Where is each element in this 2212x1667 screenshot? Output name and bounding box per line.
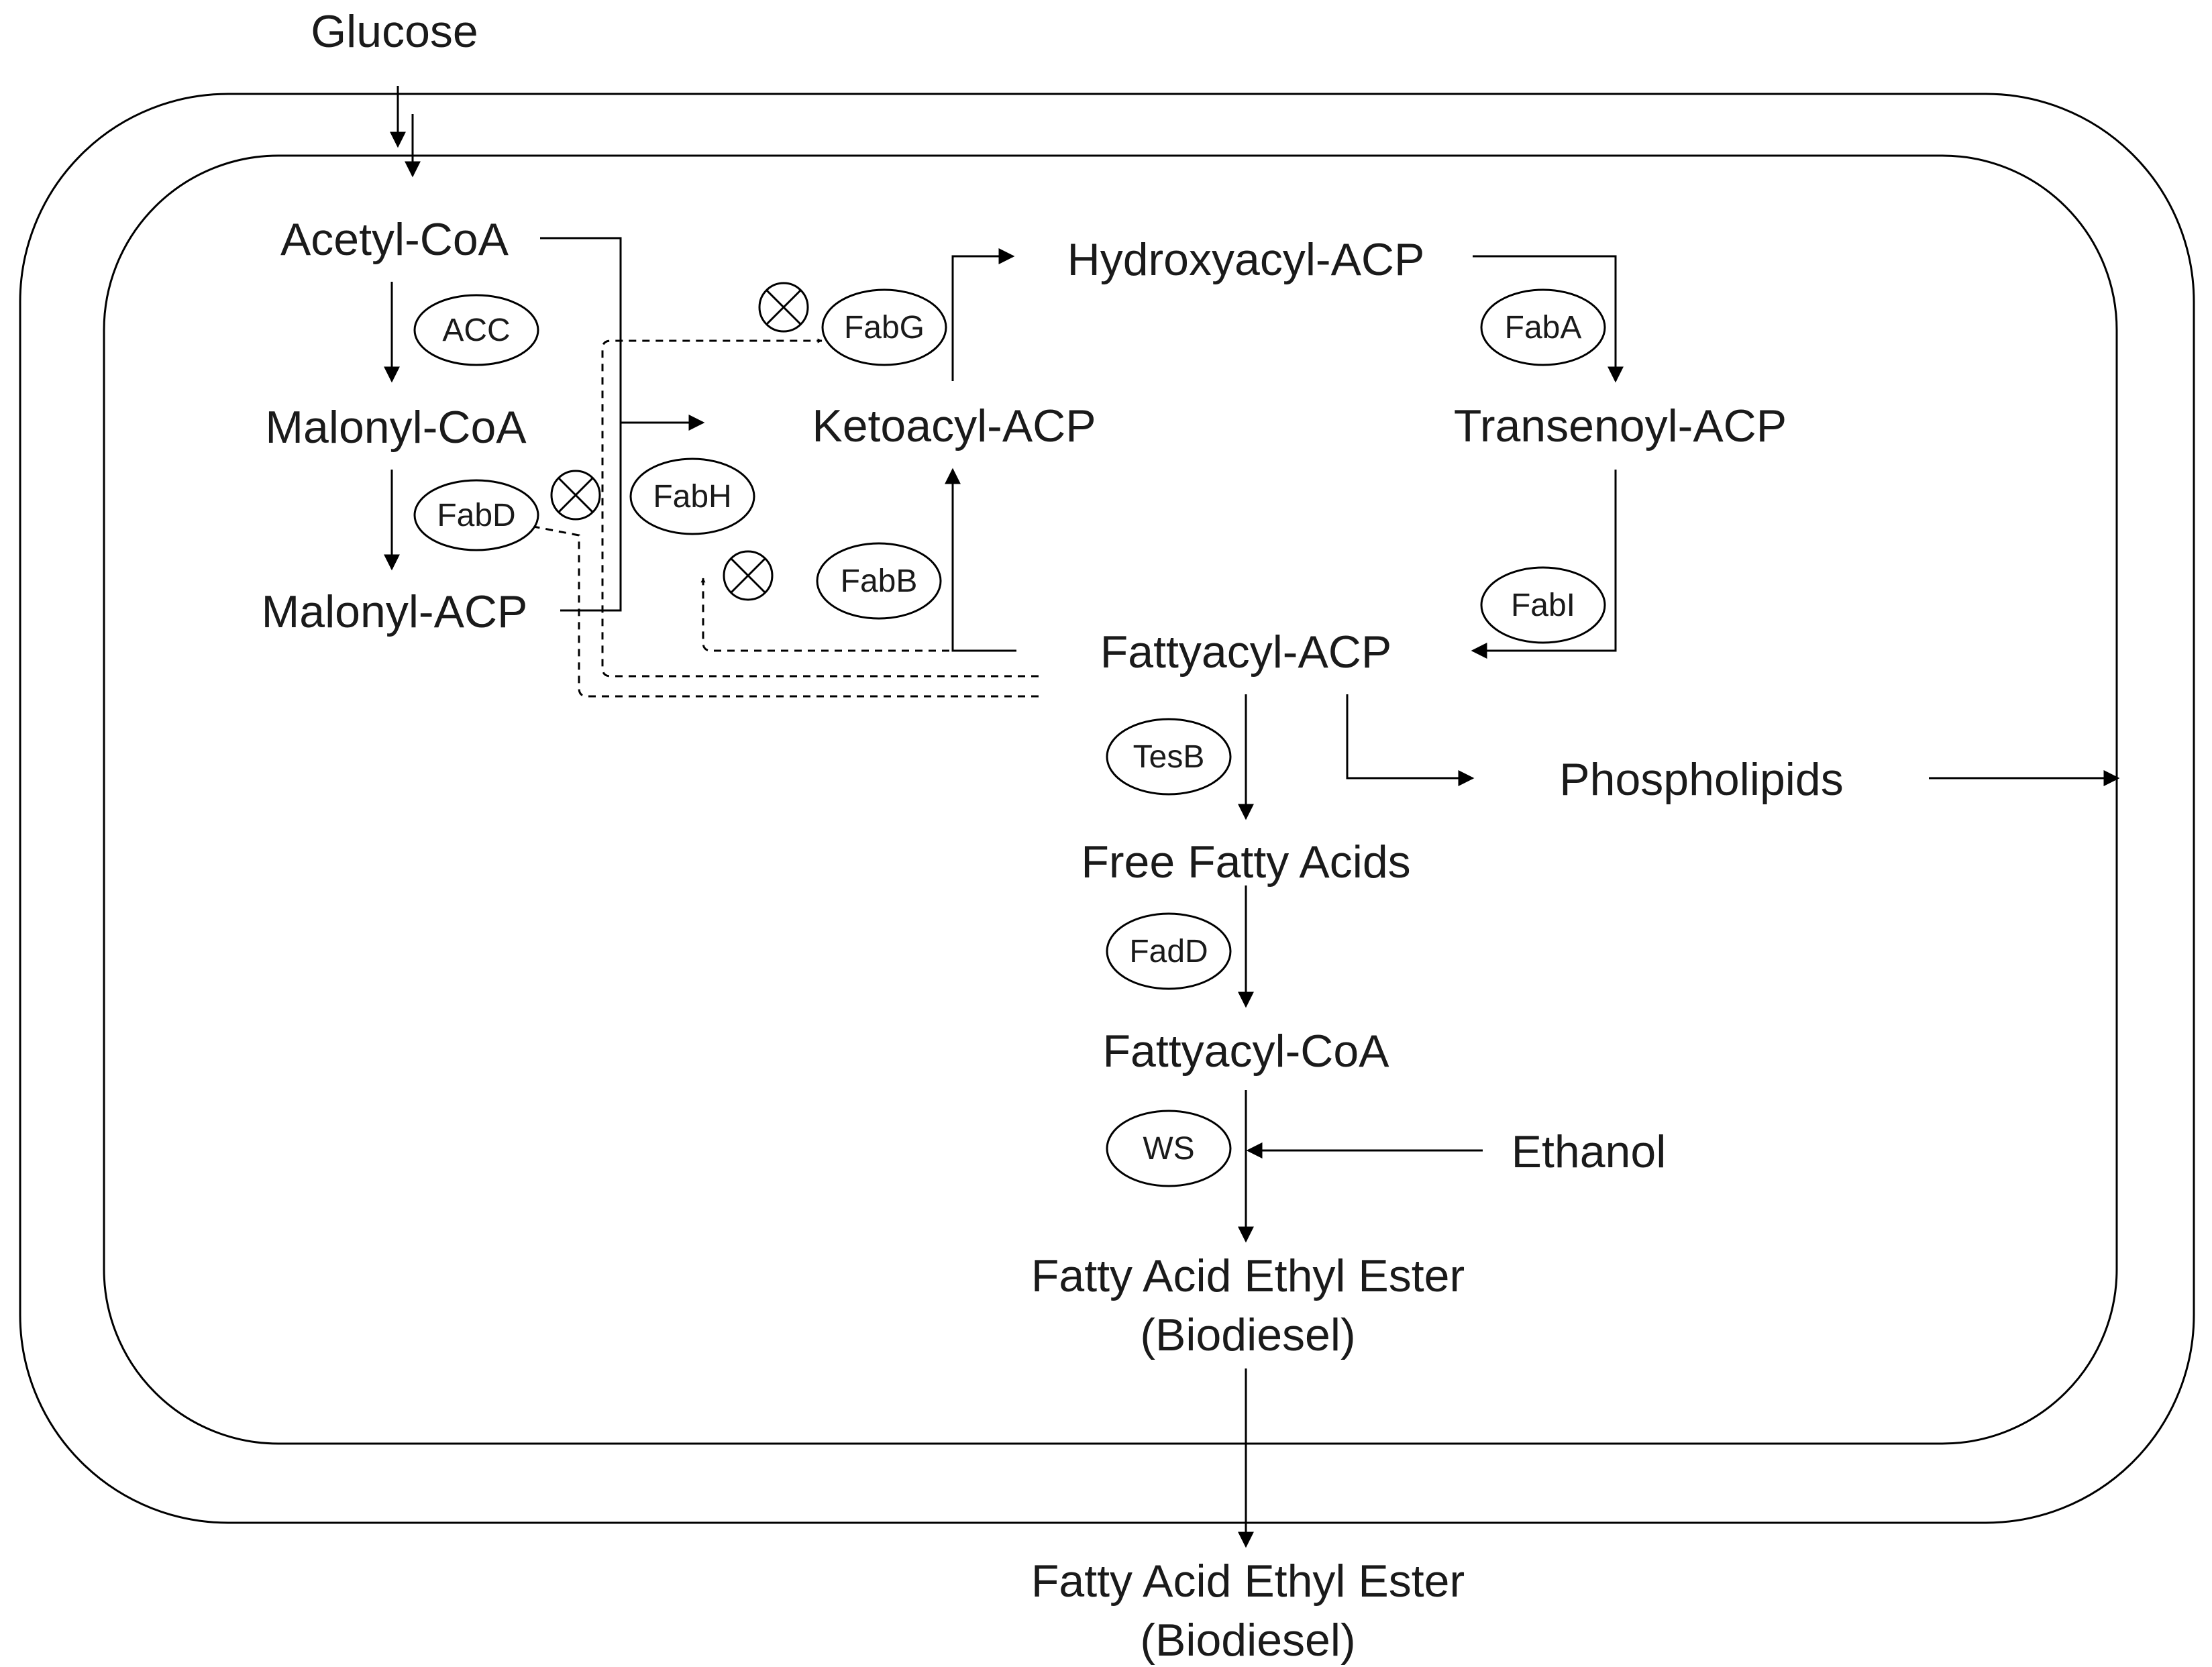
label-faee-inside-line2: (Biodiesel) [1140, 1309, 1355, 1360]
enzyme-faba: FabA [1505, 310, 1582, 345]
inhibition-symbol-fabh [723, 550, 774, 601]
label-hydroxyacyl-acp: Hydroxyacyl-ACP [1067, 234, 1425, 285]
enzyme-faba-oval [1480, 288, 1606, 366]
enzyme-fadd: FadD [1129, 934, 1208, 969]
acetyl-coa-to-fabh-line [540, 237, 622, 612]
enzyme-fadd-oval [1106, 912, 1232, 990]
to-phospholipids-arrow [1346, 694, 1475, 786]
fabg-arrow [951, 248, 1015, 381]
inhibition-symbol-fabg [758, 282, 809, 333]
inhibition-symbol-fabd [550, 470, 601, 521]
label-transenoyl-acp: Transenoyl-ACP [1454, 400, 1787, 451]
enzyme-fabi-oval [1480, 566, 1606, 644]
enzyme-fabh-oval [629, 458, 755, 535]
inhibition-fabh-line [700, 578, 1016, 652]
enzyme-fabd: FabD [437, 498, 515, 533]
label-faee-outside-line2: (Biodiesel) [1140, 1615, 1355, 1666]
inhibition-fabg-line [601, 338, 1039, 678]
label-free-fatty-acids: Free Fatty Acids [1081, 837, 1410, 888]
enzyme-fabb-oval [816, 542, 942, 620]
enzyme-tesb: TesB [1133, 739, 1205, 775]
enzyme-fabh: FabH [653, 479, 731, 515]
fabi-arrow [1471, 470, 1617, 659]
enzyme-ws-oval [1106, 1110, 1232, 1187]
outer-membrane [19, 93, 2195, 1524]
enzyme-fabb: FabB [841, 563, 918, 599]
enzyme-fabd-oval [413, 479, 539, 551]
label-malonyl-coa: Malonyl-CoA [265, 402, 527, 453]
faba-arrow [1473, 255, 1624, 383]
label-acetyl-coa: Acetyl-CoA [280, 214, 509, 265]
fabb-arrow [945, 468, 1016, 652]
label-glucose: Glucose [311, 6, 478, 57]
label-faee-outside-line1: Fatty Acid Ethyl Ester [1031, 1556, 1465, 1607]
enzyme-tesb-oval [1106, 718, 1232, 796]
enzyme-fabg-oval [821, 288, 947, 366]
enzyme-acc-oval [413, 294, 539, 366]
label-faee-inside-line1: Fatty Acid Ethyl Ester [1031, 1250, 1465, 1301]
enzyme-acc: ACC [442, 313, 510, 348]
inner-membrane [103, 154, 2118, 1445]
label-malonyl-acp: Malonyl-ACP [262, 586, 528, 637]
enzyme-ws: WS [1143, 1131, 1194, 1167]
enzyme-fabi: FabI [1511, 588, 1575, 623]
label-ketoacyl-acp: Ketoacyl-ACP [812, 400, 1096, 451]
inhibition-fabd-line [529, 524, 1039, 698]
enzyme-fabg: FabG [844, 310, 925, 345]
label-fattyacyl-coa: Fattyacyl-CoA [1103, 1026, 1390, 1077]
label-ethanol: Ethanol [1512, 1126, 1667, 1177]
label-fattyacyl-acp: Fattyacyl-ACP [1100, 627, 1392, 678]
label-phospholipids: Phospholipids [1559, 754, 1843, 805]
